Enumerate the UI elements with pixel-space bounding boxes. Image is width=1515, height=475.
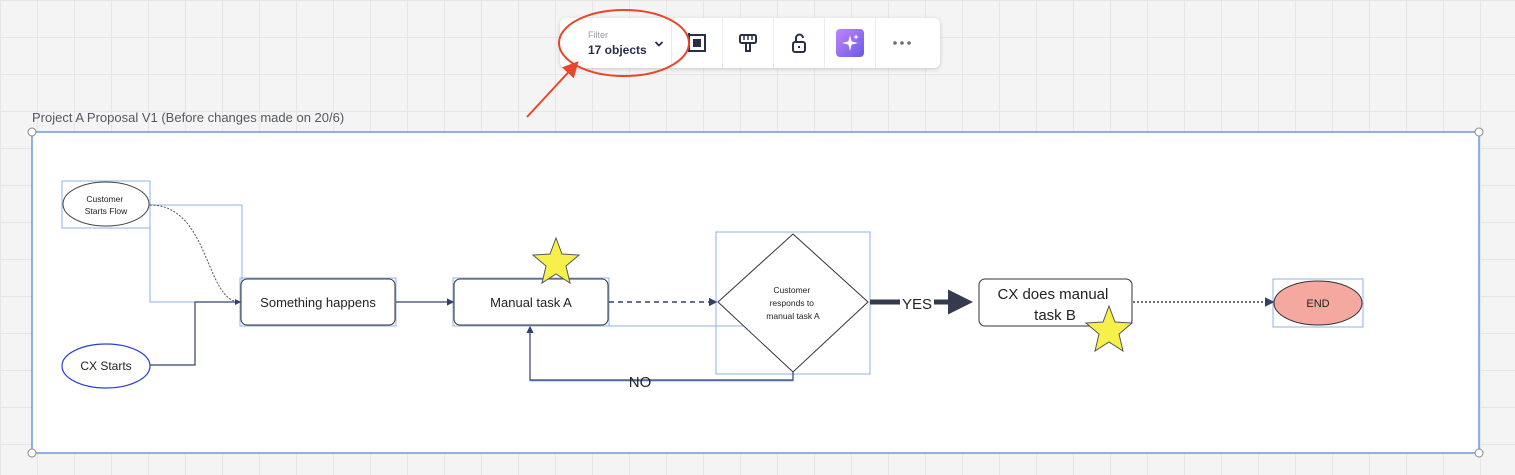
node-customer-starts-flow[interactable]: Customer Starts Flow: [62, 181, 150, 227]
node-cx-starts[interactable]: CX Starts: [61, 343, 151, 389]
svg-text:Customer responds to: Customer responds to manual task A: [766, 285, 820, 321]
edge-label-no[interactable]: NO: [629, 374, 652, 391]
frame-handle-br[interactable]: [1474, 448, 1484, 458]
node-end-label: END: [1306, 298, 1329, 310]
svg-text:CX does manual task B: CX does manual task B: [997, 286, 1112, 324]
format-paint-button[interactable]: [723, 18, 774, 68]
node-something-happens[interactable]: Something happens: [240, 278, 396, 326]
unlock-icon: [792, 33, 806, 53]
context-toolbar: Filter 17 objects: [560, 18, 940, 68]
node-something-happens-label: Something happens: [260, 295, 376, 310]
filter-dropdown[interactable]: Filter 17 objects: [560, 18, 672, 68]
filter-caption: Filter: [588, 30, 608, 40]
more-button[interactable]: [876, 18, 927, 68]
frame-handle-tr[interactable]: [1474, 127, 1484, 137]
more-icon: [892, 41, 911, 45]
filter-value: 17 objects: [588, 43, 647, 57]
connector-curve: [149, 204, 241, 305]
connector-cx-starts: [150, 301, 240, 366]
star-icon[interactable]: [531, 236, 581, 285]
format-paint-icon: [739, 34, 757, 52]
node-decision[interactable]: Customer responds to manual task A: [717, 233, 869, 373]
annotation-arrow: [526, 61, 579, 118]
frame-title[interactable]: Project A Proposal V1 (Before changes ma…: [32, 110, 345, 125]
annotation-circle: [558, 9, 690, 77]
frame-handle-bl[interactable]: [27, 448, 37, 458]
ai-assist-button[interactable]: [825, 18, 876, 68]
node-cx-does-manual-task-b[interactable]: CX does manual task B: [978, 278, 1133, 327]
node-manual-task-a-label: Manual task A: [490, 295, 572, 310]
connector-no-loop: [526, 325, 794, 381]
node-cx-starts-label: CX Starts: [80, 359, 131, 373]
edge-label-yes[interactable]: YES: [902, 296, 932, 313]
node-manual-task-a[interactable]: Manual task A: [453, 278, 609, 326]
ai-sparkle-icon: [836, 29, 864, 57]
unlock-button[interactable]: [774, 18, 825, 68]
chevron-down-icon: [654, 41, 664, 47]
node-end[interactable]: END: [1273, 280, 1363, 326]
svg-text:Customer Starts Flow: Customer Starts Flow: [85, 194, 128, 216]
star-icon[interactable]: [1084, 304, 1134, 353]
frame-handle-tl[interactable]: [27, 127, 37, 137]
